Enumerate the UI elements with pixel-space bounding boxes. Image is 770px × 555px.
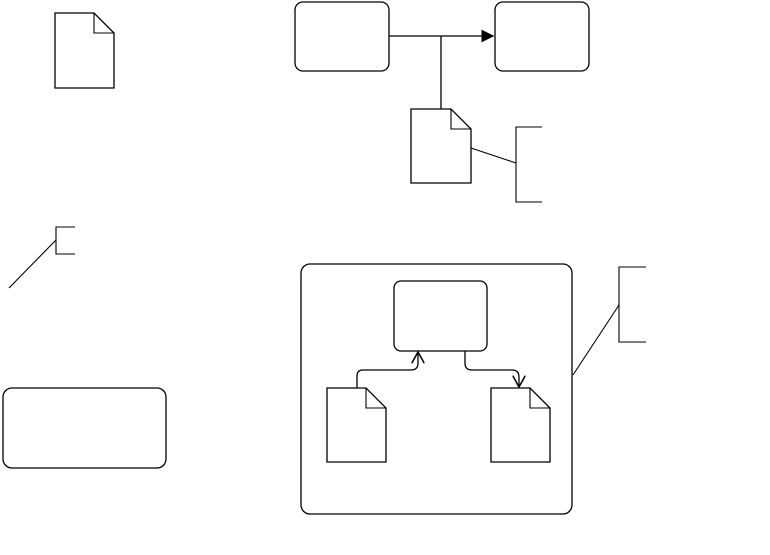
connector-inner-left[interactable] [356, 352, 418, 388]
annotation-group[interactable] [572, 266, 646, 376]
process-box-top-a[interactable] [294, 1, 390, 72]
process-box-top-b[interactable] [494, 1, 590, 72]
connector-inner-right[interactable] [464, 351, 519, 387]
document-shape-middle[interactable] [410, 108, 472, 184]
annotation-middle[interactable] [470, 126, 542, 203]
annotation-left[interactable] [8, 226, 75, 289]
process-box-bottom-left[interactable] [2, 387, 167, 469]
document-shape-top-left[interactable] [54, 12, 115, 89]
document-shape-inner-right[interactable] [490, 387, 551, 463]
process-box-inner[interactable] [393, 280, 488, 352]
document-shape-inner-left[interactable] [326, 387, 387, 463]
